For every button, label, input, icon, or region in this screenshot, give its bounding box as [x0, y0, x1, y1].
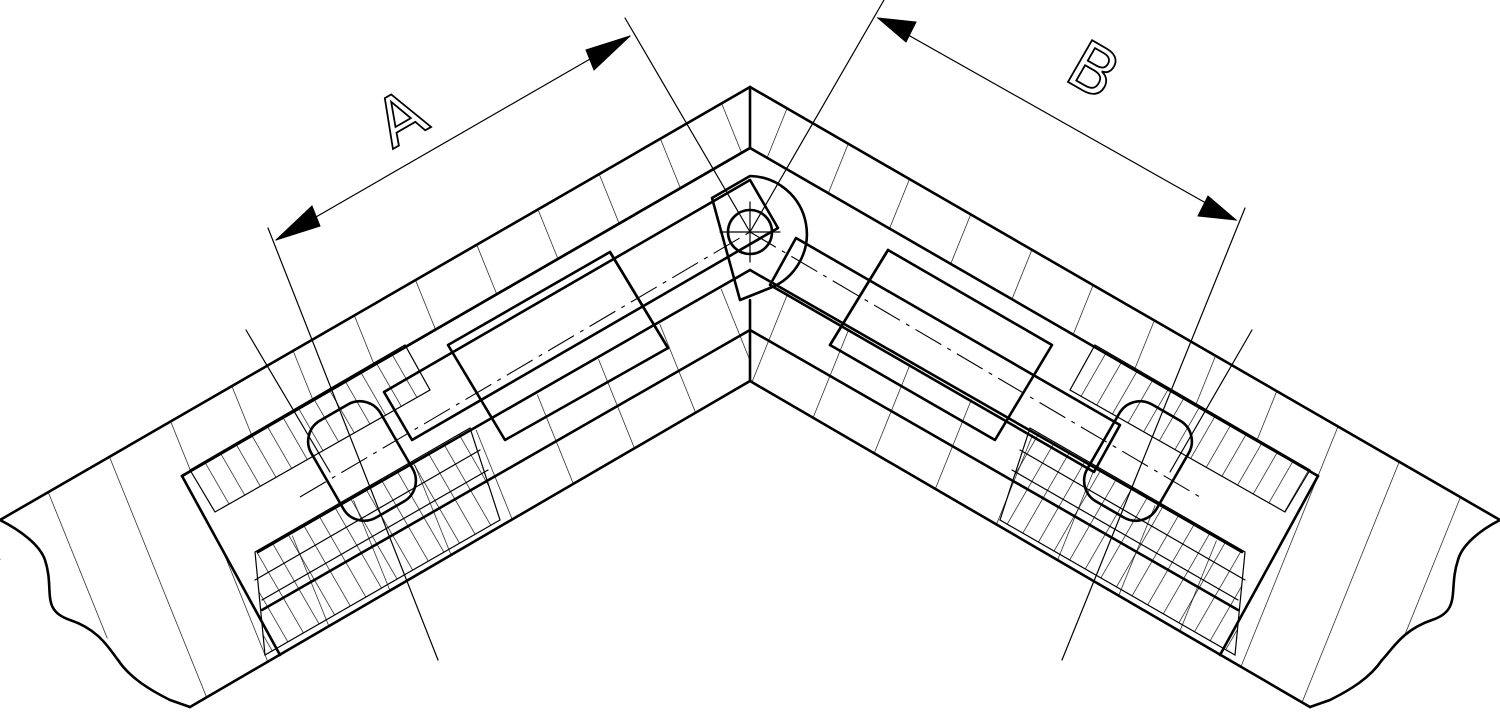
center-lines [299, 231, 1201, 498]
cam-left [306, 399, 418, 523]
channel-right [748, 268, 1311, 656]
hinge-arm-left [306, 178, 780, 523]
hinge-arm-right [768, 236, 1194, 523]
dimension-label-b: B [1054, 26, 1132, 115]
dimension-label-a: A [362, 74, 440, 163]
